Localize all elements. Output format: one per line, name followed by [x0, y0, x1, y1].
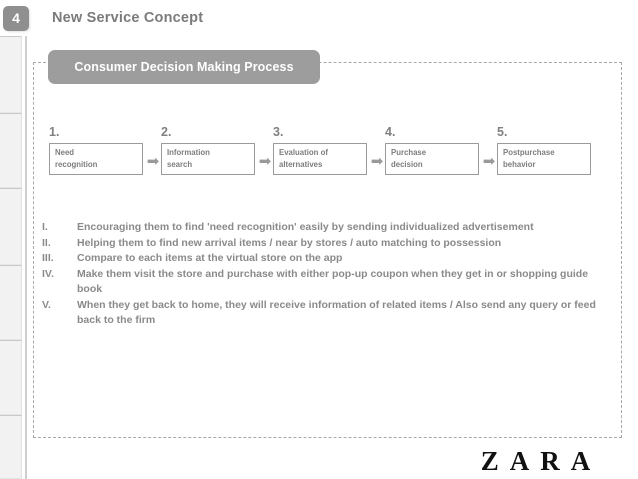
zara-logo: ZARA	[480, 446, 602, 476]
page-title: New Service Concept	[52, 10, 204, 26]
process-step-number: 2.	[161, 125, 172, 139]
section-banner: Consumer Decision Making Process	[48, 50, 320, 84]
process-step-box: Purchase decision	[385, 143, 479, 175]
bullet-item-5: V. When they get back to home, they will …	[42, 298, 612, 329]
bullet-marker: IV.	[42, 267, 54, 280]
process-step-label-line2: alternatives	[279, 159, 323, 169]
slide-thumbnail-4[interactable]	[0, 265, 22, 340]
process-step-3: 3. Evaluation of alternatives	[273, 124, 367, 175]
process-arrow-icon-4: ➡	[482, 153, 496, 170]
bullet-marker: I.	[42, 221, 48, 233]
rail-divider	[25, 36, 27, 479]
process-step-label-line1: Information	[167, 148, 210, 157]
process-step-box: Need recognition	[49, 143, 143, 175]
process-step-2: 2. Information search	[161, 124, 255, 175]
bullet-marker: II.	[42, 236, 51, 249]
slide-thumbnail-3[interactable]	[0, 188, 22, 265]
process-step-number: 5.	[497, 125, 508, 139]
process-step-box: Evaluation of alternatives	[273, 143, 367, 175]
process-arrow-icon-2: ➡	[258, 153, 272, 170]
process-step-number: 1.	[49, 125, 60, 139]
process-arrow-icon-3: ➡	[370, 153, 384, 170]
process-step-label-line1: Postpurchase	[503, 148, 555, 157]
bullet-item-4: IV. Make them visit the store and purchas…	[42, 267, 612, 298]
bullet-text: When they get back to home, they will re…	[77, 298, 596, 327]
process-step-4: 4. Purchase decision	[385, 124, 479, 175]
process-step-label-line1: Purchase	[391, 148, 427, 157]
process-step-label-line1: Evaluation of	[279, 148, 328, 157]
slide-number-badge: 4	[3, 6, 29, 31]
process-step-number: 4.	[385, 125, 396, 139]
slide-thumbnail-5[interactable]	[0, 340, 22, 415]
bullet-list: I. Encouraging them to find 'need recogni…	[42, 220, 612, 329]
bullet-marker: III.	[42, 252, 54, 264]
process-arrow-icon-1: ➡	[146, 153, 160, 170]
content-frame	[33, 62, 622, 438]
process-step-box: Postpurchase behavior	[497, 143, 591, 175]
process-step-label-line2: decision	[391, 159, 423, 169]
bullet-item-1: I. Encouraging them to find 'need recogni…	[42, 220, 612, 236]
process-step-number: 3.	[273, 125, 284, 139]
process-step-label-line1: Need	[55, 148, 75, 157]
bullet-item-2: II. Helping them to find new arrival item…	[42, 236, 612, 252]
bullet-text: Helping them to find new arrival items /…	[77, 236, 502, 249]
process-step-5: 5. Postpurchase behavior	[497, 124, 591, 175]
bullet-text: Make them visit the store and purchase w…	[77, 267, 589, 296]
process-step-box: Information search	[161, 143, 255, 175]
process-step-label-line2: search	[167, 159, 193, 169]
slide-thumbnail-6[interactable]	[0, 415, 22, 479]
bullet-item-3: III. Compare to each items at the virtual…	[42, 251, 612, 267]
bullet-text: Compare to each items at the virtual sto…	[77, 252, 343, 264]
process-step-label-line2: recognition	[55, 159, 98, 169]
process-step-label-line2: behavior	[503, 159, 536, 169]
slide-thumbnail-2[interactable]	[0, 113, 22, 188]
bullet-marker: V.	[42, 298, 51, 311]
process-step-1: 1. Need recognition	[49, 124, 143, 175]
bullet-text: Encouraging them to find 'need recogniti…	[77, 221, 534, 233]
slide-thumbnail-rail[interactable]	[0, 36, 23, 479]
slide-thumbnail-1[interactable]	[0, 36, 22, 113]
